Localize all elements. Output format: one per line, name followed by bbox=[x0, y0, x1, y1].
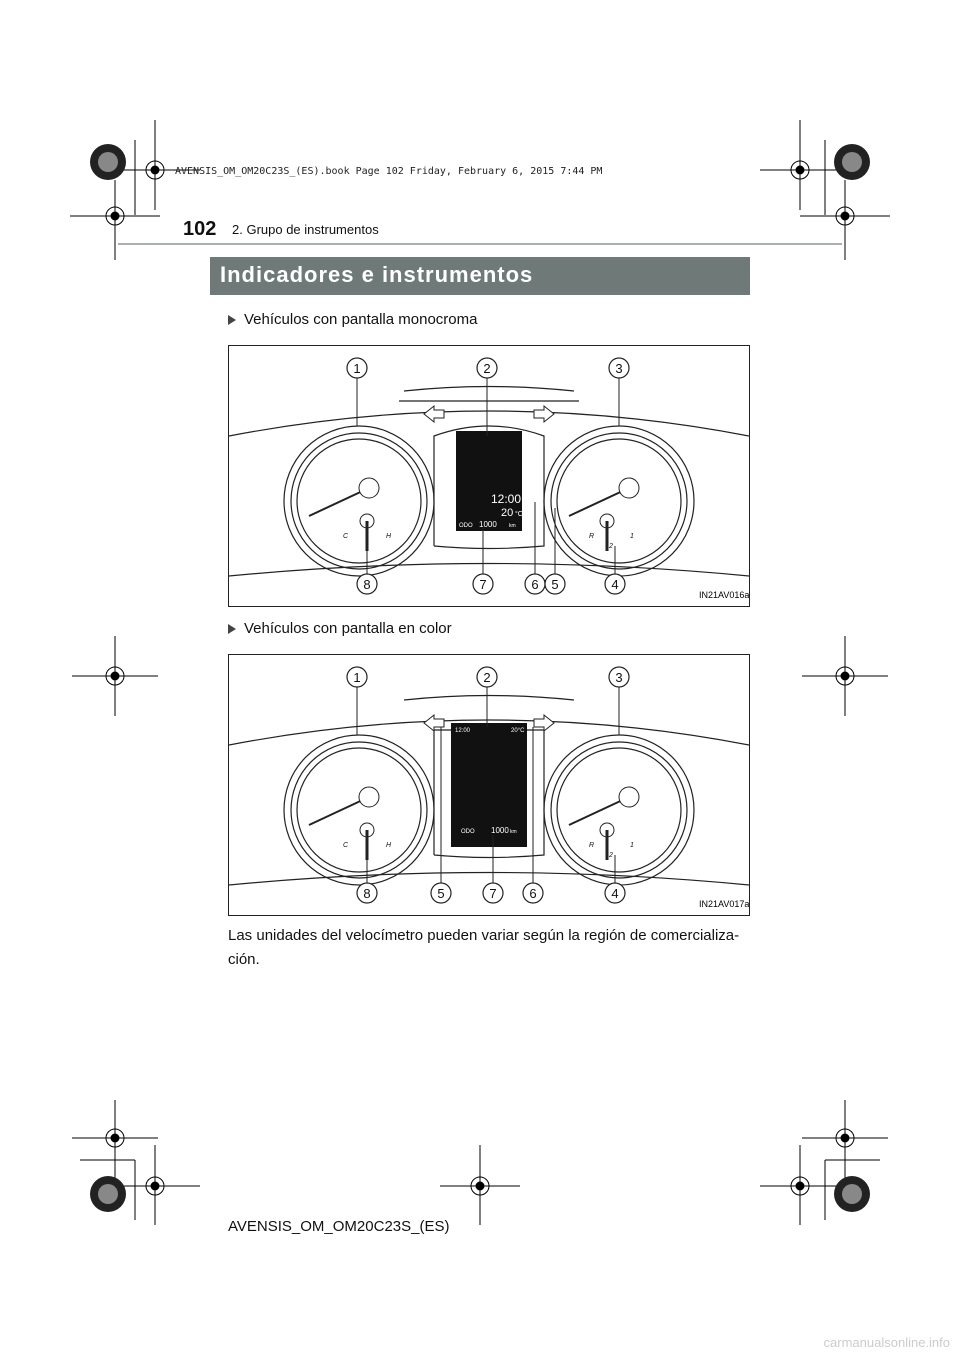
body-paragraph: Las unidades del velocímetro pueden vari… bbox=[228, 927, 740, 968]
display-temp-unit: °C bbox=[515, 510, 523, 518]
callout-6: 6 bbox=[529, 886, 536, 901]
watermark: carmanualsonline.info bbox=[823, 1335, 950, 1350]
display-odo-label: ODO bbox=[461, 829, 475, 835]
callout-5: 5 bbox=[437, 886, 444, 901]
callout-7: 7 bbox=[479, 577, 486, 592]
gauge-2-label: 2 bbox=[608, 852, 613, 859]
bullet-triangle-icon bbox=[228, 315, 236, 326]
figure-2-illustration: 1 2 3 8 5 7 6 4 12:00 20°C ODO 1000 km C… bbox=[229, 666, 749, 909]
chapter-title: 2. Grupo de instrumentos bbox=[232, 222, 379, 237]
gauge-hot-label: H bbox=[386, 533, 392, 540]
callout-7: 7 bbox=[489, 886, 496, 901]
footer-book-id: AVENSIS_OM_OM20C23S_(ES) bbox=[228, 1218, 450, 1235]
callout-3: 3 bbox=[615, 361, 622, 376]
callout-1: 1 bbox=[353, 670, 360, 685]
gauge-1-label: 1 bbox=[630, 842, 634, 849]
gauge-cold-label: C bbox=[343, 533, 349, 540]
section-header-band bbox=[210, 257, 750, 295]
figure-2-caption-text: Vehículos con pantalla en color bbox=[244, 620, 452, 637]
callout-5: 5 bbox=[551, 577, 558, 592]
callout-6: 6 bbox=[531, 577, 538, 592]
figure-1-caption-text: Vehículos con pantalla monocroma bbox=[244, 311, 478, 328]
display-temp: 20°C bbox=[511, 728, 525, 734]
page-number: 102 bbox=[183, 218, 217, 240]
gauge-1-label: 1 bbox=[630, 533, 634, 540]
section-title: Indicadores e instrumentos bbox=[220, 262, 534, 287]
callout-4: 4 bbox=[611, 577, 618, 592]
callout-1: 1 bbox=[353, 361, 360, 376]
callout-2: 2 bbox=[483, 670, 490, 685]
figure-1-caption: Vehículos con pantalla monocroma bbox=[228, 311, 477, 328]
display-odo-label: ODO bbox=[459, 523, 473, 529]
display-odo-value: 1000 bbox=[491, 826, 509, 835]
display-temp: 20 bbox=[501, 507, 513, 519]
header-rule bbox=[118, 243, 842, 245]
figure-1-code: IN21AV016a bbox=[699, 590, 749, 600]
gauge-r-label: R bbox=[589, 533, 594, 540]
callout-8: 8 bbox=[363, 577, 370, 592]
gauge-cold-label: C bbox=[343, 842, 349, 849]
display-odo-unit: km bbox=[510, 829, 517, 835]
callout-8: 8 bbox=[363, 886, 370, 901]
bullet-triangle-icon bbox=[228, 624, 236, 635]
figure-2-caption: Vehículos con pantalla en color bbox=[228, 620, 452, 637]
book-file-stamp: AVENSIS_OM_OM20C23S_(ES).book Page 102 F… bbox=[175, 166, 603, 177]
display-time: 12:00 bbox=[455, 728, 471, 734]
figure-2-instrument-cluster: 1 2 3 8 5 7 6 4 12:00 20°C ODO 1000 km C… bbox=[228, 654, 750, 916]
display-odo-value: 1000 bbox=[479, 520, 497, 529]
gauge-2-label: 2 bbox=[608, 543, 613, 550]
callout-2: 2 bbox=[483, 361, 490, 376]
figure-1-illustration: 1 2 3 8 7 6 5 4 12:00 20 °C ODO 1000 km … bbox=[229, 357, 749, 600]
figure-2-code: IN21AV017a bbox=[699, 899, 749, 909]
callout-3: 3 bbox=[615, 670, 622, 685]
display-odo-unit: km bbox=[509, 523, 516, 529]
gauge-r-label: R bbox=[589, 842, 594, 849]
callout-4: 4 bbox=[611, 886, 618, 901]
display-time: 12:00 bbox=[491, 492, 521, 506]
gauge-hot-label: H bbox=[386, 842, 392, 849]
figure-1-instrument-cluster: 1 2 3 8 7 6 5 4 12:00 20 °C ODO 1000 km … bbox=[228, 345, 750, 607]
